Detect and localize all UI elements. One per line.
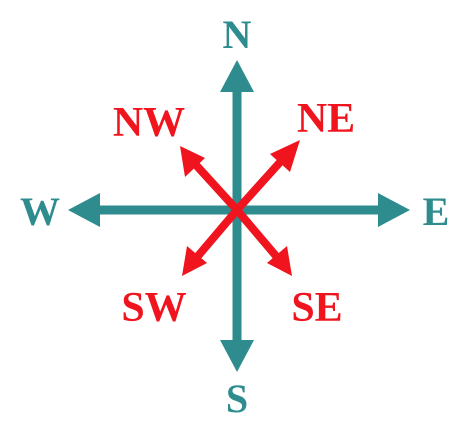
southeast-arrowhead bbox=[267, 246, 292, 276]
northeast-label: NE bbox=[297, 96, 355, 142]
northeast-arrow-shaft bbox=[234, 157, 285, 213]
intercardinal-arrows bbox=[180, 140, 300, 276]
southwest-label: SW bbox=[121, 285, 186, 331]
north-arrowhead bbox=[220, 60, 254, 92]
southeast-label: SE bbox=[291, 285, 342, 331]
northwest-arrowhead bbox=[180, 146, 205, 177]
west-label: W bbox=[20, 189, 60, 234]
northwest-label: NW bbox=[113, 100, 185, 146]
southwest-arrowhead bbox=[182, 246, 207, 276]
east-arrowhead bbox=[378, 193, 410, 227]
north-label: N bbox=[223, 12, 252, 57]
east-label: E bbox=[423, 189, 450, 234]
northwest-arrow-shaft bbox=[193, 162, 240, 213]
south-label: S bbox=[226, 376, 248, 421]
southeast-arrow-shaft bbox=[233, 207, 280, 259]
southwest-arrow-shaft bbox=[194, 207, 241, 259]
cardinal-arrows bbox=[68, 60, 410, 372]
west-arrowhead bbox=[68, 193, 100, 227]
south-arrowhead bbox=[220, 340, 254, 372]
northeast-arrowhead bbox=[270, 140, 300, 172]
